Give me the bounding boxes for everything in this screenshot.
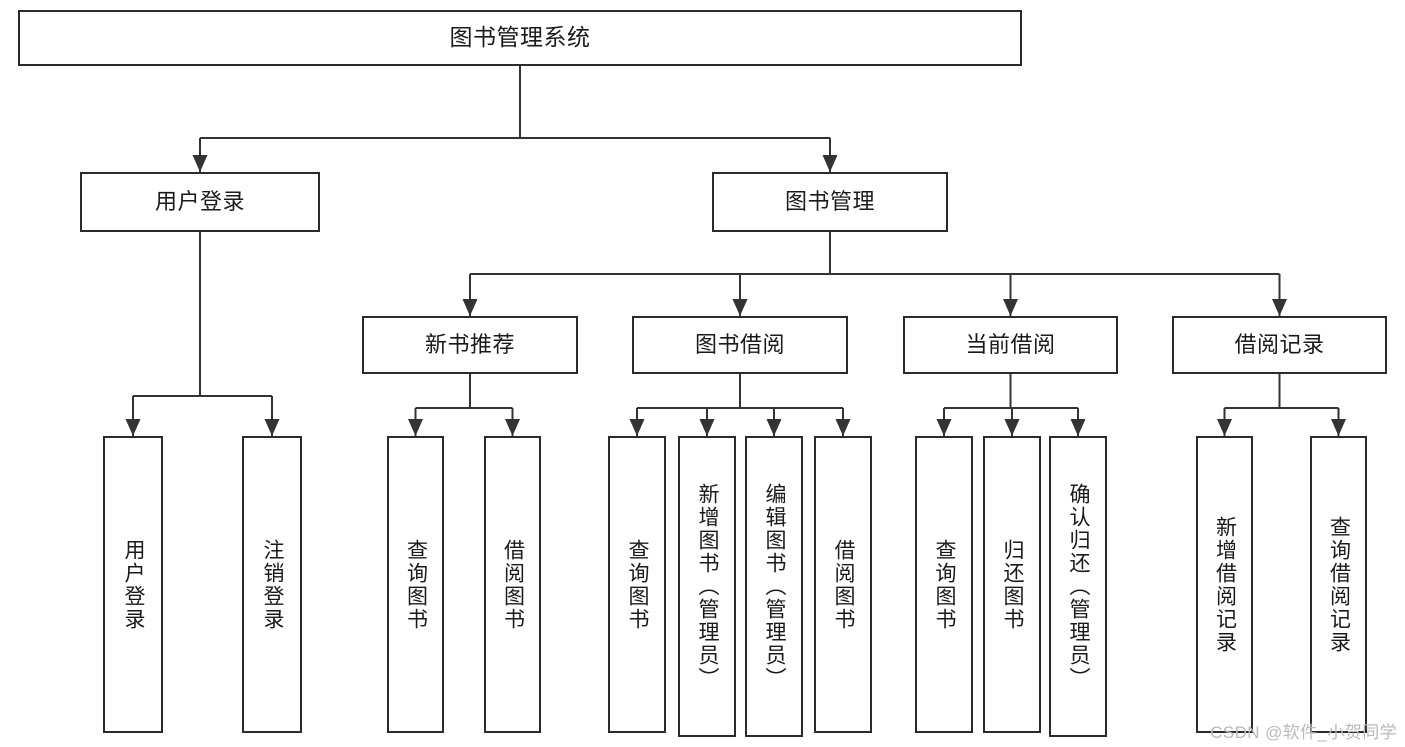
arrowhead-leaf-borrow-book-2 <box>835 419 851 436</box>
arrowhead-current-borrow <box>1003 299 1018 316</box>
arrowhead-leaf-add-book <box>699 419 715 436</box>
arrowhead-leaf-query-book-1 <box>408 419 423 436</box>
node-label-leaf-query-book-3: 查询图书 <box>933 538 957 631</box>
arrowhead-leaf-query-record <box>1331 419 1346 436</box>
node-label-user-login: 用户登录 <box>154 188 245 214</box>
arrowhead-new-book-rec <box>462 299 478 316</box>
arrowhead-user-login <box>192 155 208 172</box>
node-current-borrow: 当前借阅 <box>903 316 1118 374</box>
arrowhead-leaf-add-record <box>1217 419 1232 436</box>
node-leaf-logout: 注销登录 <box>242 436 302 733</box>
arrowhead-leaf-borrow-book-1 <box>505 419 520 436</box>
node-borrow-record: 借阅记录 <box>1172 316 1387 374</box>
node-new-book-rec: 新书推荐 <box>362 316 578 374</box>
node-leaf-user-login: 用户登录 <box>103 436 163 733</box>
node-label-borrow-record: 借阅记录 <box>1234 331 1325 357</box>
node-label-new-book-rec: 新书推荐 <box>424 331 515 357</box>
arrowhead-book-manage <box>822 155 838 172</box>
node-leaf-query-record: 查询借阅记录 <box>1310 436 1367 733</box>
node-book-borrow: 图书借阅 <box>632 316 848 374</box>
node-label-leaf-query-book-2: 查询图书 <box>626 538 650 631</box>
node-label-current-borrow: 当前借阅 <box>965 331 1056 357</box>
node-leaf-add-book: 新增图书（管理员） <box>678 436 736 737</box>
node-label-leaf-logout: 注销登录 <box>261 538 285 631</box>
node-label-leaf-borrow-book-1: 借阅图书 <box>501 538 525 631</box>
arrowhead-leaf-edit-book <box>766 419 782 436</box>
node-leaf-edit-book: 编辑图书（管理员） <box>745 436 803 737</box>
node-label-leaf-edit-book: 编辑图书（管理员） <box>763 483 787 690</box>
node-leaf-query-book-1: 查询图书 <box>387 436 444 733</box>
node-label-leaf-add-book: 新增图书（管理员） <box>696 483 720 690</box>
node-leaf-query-book-2: 查询图书 <box>608 436 666 733</box>
node-leaf-return-book: 归还图书 <box>983 436 1041 733</box>
arrowhead-book-borrow <box>732 299 748 316</box>
node-leaf-query-book-3: 查询图书 <box>915 436 973 733</box>
node-leaf-borrow-book-1: 借阅图书 <box>484 436 541 733</box>
node-leaf-borrow-book-2: 借阅图书 <box>814 436 872 733</box>
node-root: 图书管理系统 <box>18 10 1022 66</box>
arrowhead-leaf-logout <box>264 419 280 436</box>
node-label-leaf-query-book-1: 查询图书 <box>404 538 428 631</box>
node-label-root: 图书管理系统 <box>449 24 591 51</box>
node-user-login: 用户登录 <box>80 172 320 232</box>
node-label-book-borrow: 图书借阅 <box>694 331 785 357</box>
arrowhead-leaf-query-book-3 <box>936 419 952 436</box>
node-label-book-manage: 图书管理 <box>784 188 875 214</box>
node-label-leaf-borrow-book-2: 借阅图书 <box>832 538 856 631</box>
node-label-leaf-add-record: 新增借阅记录 <box>1213 515 1237 654</box>
node-leaf-confirm-return: 确认归还（管理员） <box>1049 436 1107 737</box>
node-leaf-add-record: 新增借阅记录 <box>1196 436 1253 733</box>
arrowhead-borrow-record <box>1272 299 1287 316</box>
arrowhead-leaf-user-login <box>125 419 141 436</box>
arrowhead-leaf-return-book <box>1004 419 1020 436</box>
node-label-leaf-query-record: 查询借阅记录 <box>1327 515 1351 654</box>
arrowhead-leaf-confirm-return <box>1070 419 1086 436</box>
node-label-leaf-user-login: 用户登录 <box>122 538 146 631</box>
node-label-leaf-return-book: 归还图书 <box>1001 538 1025 631</box>
node-label-leaf-confirm-return: 确认归还（管理员） <box>1067 483 1091 690</box>
node-book-manage: 图书管理 <box>712 172 948 232</box>
arrowhead-leaf-query-book-2 <box>629 419 645 436</box>
